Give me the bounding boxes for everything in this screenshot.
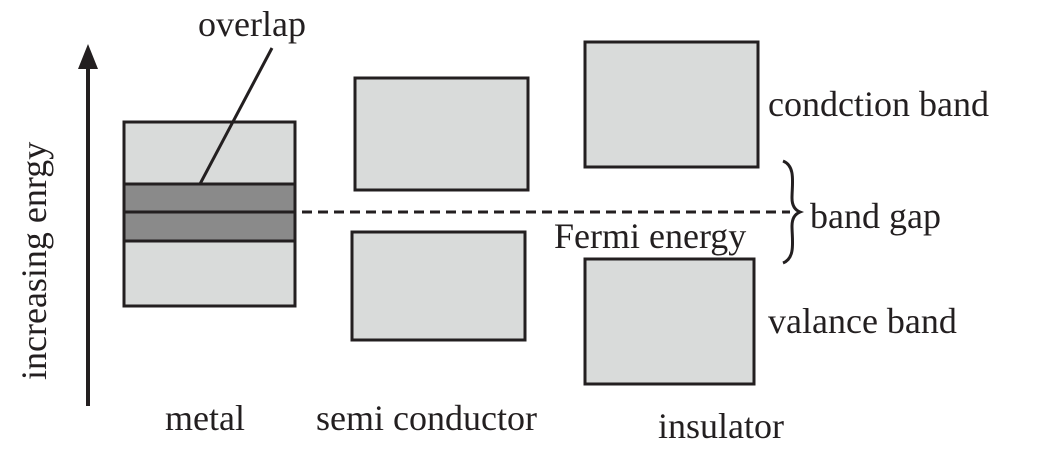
semiconductor-valence-band [350, 230, 527, 342]
overlap-label: overlap [198, 4, 306, 44]
insulator-valence-band [583, 257, 756, 386]
energy-axis-arrow [78, 44, 98, 406]
conduction-band-label: condction band [768, 84, 989, 124]
material-label-semiconductor: semi conductor [316, 398, 537, 438]
overlap-pointer-line [198, 47, 274, 185]
band-gap-label: band gap [810, 196, 941, 236]
metal-overlap-upper [122, 182, 297, 214]
fermi-energy-label: Fermi energy [554, 216, 746, 256]
material-label-metal: metal [165, 398, 245, 438]
valence-band-label: valance band [768, 301, 957, 341]
metal-overlap-lower [122, 210, 297, 243]
material-label-insulator: insulator [658, 406, 784, 446]
axis-label: increasing enrgy [14, 142, 54, 380]
semiconductor-conduction-band [353, 76, 530, 192]
band-gap-brace [782, 159, 805, 265]
insulator-conduction-band [583, 40, 760, 169]
